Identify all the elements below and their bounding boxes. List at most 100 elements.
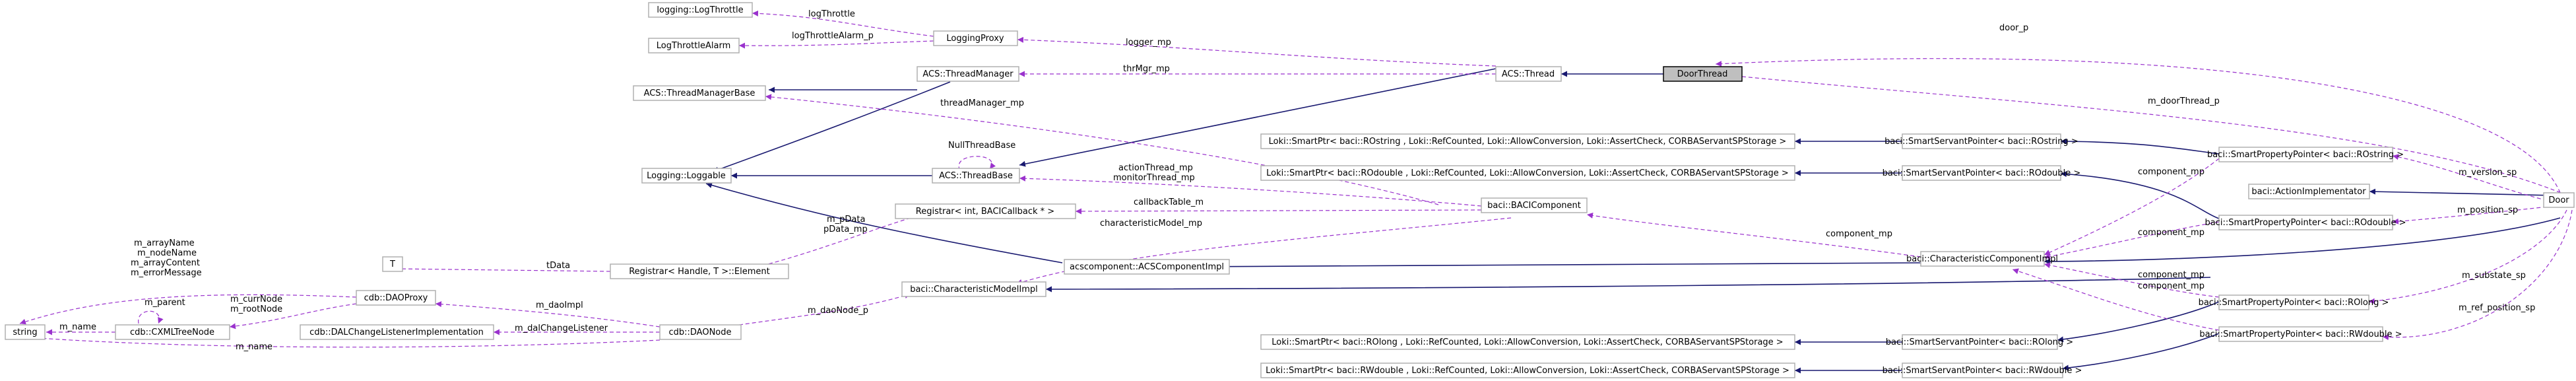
edge-loggingproxy-logthrottlealarm [738, 40, 934, 49]
label-m-dalchangelistener: m_dalChangeListener [515, 324, 608, 333]
edge-spp-rwdouble-charcomp [2012, 268, 2220, 331]
node-baci-smartservantpointer-rodouble[interactable]: baci::SmartServantPointer< baci::ROdoubl… [1883, 165, 2081, 181]
label-m-name-2: m_name [236, 342, 273, 352]
svg-text:Logging::Loggable: Logging::Loggable [647, 171, 726, 181]
edge-doorthread-door-mdoorthread [1741, 76, 2574, 199]
label-component-mp-2: component_mp [2138, 167, 2205, 177]
label-component-mp-4: component_mp [2138, 270, 2205, 280]
node-baci-smartservantpointer-rwdouble[interactable]: baci::SmartServantPointer< baci::RWdoubl… [1883, 363, 2082, 378]
svg-text:string: string [13, 328, 37, 337]
node-logthrottlealarm[interactable]: LogThrottleAlarm [648, 38, 740, 53]
edge-charmodel-daonode [725, 293, 911, 328]
svg-text:logging::LogThrottle: logging::LogThrottle [657, 5, 743, 15]
label-tdata: tData [546, 261, 570, 271]
svg-text:baci::SmartPropertyPointer< ba: baci::SmartPropertyPointer< baci::ROlong… [2199, 298, 2389, 308]
node-baci-smartservantpointer-rostring[interactable]: baci::SmartServantPointer< baci::ROstrin… [1884, 133, 2078, 149]
svg-text:baci::SmartServantPointer< bac: baci::SmartServantPointer< baci::ROlong … [1886, 337, 2073, 347]
label-threadmanager-mp: threadManager_mp [940, 98, 1024, 108]
svg-text:ACS::ThreadBase: ACS::ThreadBase [939, 171, 1013, 181]
svg-text:Registrar< int, BACICallback *: Registrar< int, BACICallback * > [916, 207, 1054, 217]
label-m-errormessage: m_errorMessage [131, 268, 202, 278]
node-registrar-element[interactable]: Registrar< Handle, T >::Element [610, 263, 789, 279]
node-doorthread[interactable]: DoorThread [1663, 66, 1743, 82]
label-m-pdata: m_pData [827, 215, 865, 225]
edge-daonode-daoproxy [435, 301, 660, 328]
svg-text:baci::SmartServantPointer< bac: baci::SmartServantPointer< baci::ROdoubl… [1883, 168, 2081, 178]
edge-thread-loggingproxy [1017, 36, 1497, 67]
node-acs-threadmanager[interactable]: ACS::ThreadManager [917, 66, 1019, 82]
edge-registrar-element-t [393, 265, 611, 272]
edge-daonode-string [19, 334, 660, 348]
node-cdb-cxmltreenode[interactable]: cdb::CXMLTreeNode [115, 324, 230, 340]
edge-door-spp-rwdouble [2382, 209, 2573, 341]
node-cdb-dalchangelistener[interactable]: cdb::DALChangeListenerImplementation [300, 324, 494, 340]
edge-door-inherits-actionimplementator [2369, 188, 2554, 196]
node-loki-smartptr-rodouble[interactable]: Loki::SmartPtr< baci::ROdouble , Loki::R… [1260, 165, 1795, 181]
label-characteristicmodel-mp: characteristicModel_mp [1100, 219, 1202, 228]
node-baci-smartpropertypointer-rodouble[interactable]: baci::SmartPropertyPointer< baci::ROdoub… [2205, 215, 2406, 230]
node-loki-smartptr-rostring[interactable]: Loki::SmartPtr< baci::ROstring , Loki::R… [1260, 133, 1795, 149]
node-baci-smartpropertypointer-rolong[interactable]: baci::SmartPropertyPointer< baci::ROlong… [2199, 294, 2389, 310]
edge-loggingproxy-logthrottle [752, 10, 934, 37]
label-logger-mp: logger_mp [1126, 38, 1171, 48]
node-baci-smartpropertypointer-rostring[interactable]: baci::SmartPropertyPointer< baci::ROstri… [2207, 147, 2404, 162]
edge-acscomponentimpl-inherits-loggable [705, 182, 1063, 263]
node-cdb-daonode[interactable]: cdb::DAONode [659, 324, 742, 340]
node-loki-smartptr-rolong[interactable]: Loki::SmartPtr< baci::ROlong , Loki::Ref… [1260, 334, 1795, 350]
label-component-mp-3: component_mp [2138, 228, 2205, 238]
edge-xmltree-self-parent [138, 310, 164, 324]
label-door-p: door_p [1999, 23, 2028, 33]
label-pdata-mp: pData_mp [823, 225, 868, 234]
label-logthrottlealarm: logThrottleAlarm_p [792, 31, 874, 41]
svg-text:Loki::SmartPtr< baci::ROstring: Loki::SmartPtr< baci::ROstring , Loki::R… [1269, 137, 1787, 147]
svg-text:baci::SmartPropertyPointer< ba: baci::SmartPropertyPointer< baci::RWdoub… [2199, 329, 2402, 339]
node-baci-smartservantpointer-rolong[interactable]: baci::SmartServantPointer< baci::ROlong … [1886, 334, 2073, 350]
svg-text:acscomponent::ACSComponentImpl: acscomponent::ACSComponentImpl [1070, 262, 1224, 272]
svg-text:T: T [389, 260, 395, 269]
label-m-name-1: m_name [59, 322, 96, 332]
inheritance-edges [705, 68, 2561, 374]
node-baci-smartpropertypointer-rwdouble[interactable]: baci::SmartPropertyPointer< baci::RWdoub… [2199, 326, 2402, 342]
node-cdb-daoproxy[interactable]: cdb::DAOProxy [356, 290, 436, 306]
svg-text:ACS::ThreadManager: ACS::ThreadManager [922, 69, 1014, 79]
svg-text:LoggingProxy: LoggingProxy [946, 34, 1004, 44]
node-loggingproxy[interactable]: LoggingProxy [933, 30, 1018, 46]
node-acs-threadbase[interactable]: ACS::ThreadBase [932, 168, 1020, 184]
label-m-ref-position-sp: m_ref_position_sp [2459, 303, 2535, 313]
edge-charcomp-bacicomponent [1586, 212, 1921, 258]
node-door[interactable]: Door [2543, 192, 2575, 208]
edge-spprostring-inherits-ssp [2060, 138, 2220, 155]
label-m-rootnode: m_rootNode [230, 304, 282, 314]
svg-text:LogThrottleAlarm: LogThrottleAlarm [657, 41, 730, 51]
node-baci-characteristiccomponentimpl[interactable]: baci::CharacteristicComponentImpl [1906, 251, 2058, 267]
node-registrar-int[interactable]: Registrar< int, BACICallback * > [895, 203, 1076, 219]
edge-daoproxy-string [19, 294, 357, 325]
svg-text:baci::SmartPropertyPointer< ba: baci::SmartPropertyPointer< baci::ROdoub… [2205, 218, 2406, 228]
node-baci-characteristicmodelimpl[interactable]: baci::CharacteristicModelImpl [901, 281, 1046, 297]
node-string[interactable]: string [5, 324, 46, 340]
node-baci-actionimplementator[interactable]: baci::ActionImplementator [2248, 184, 2370, 199]
node-logging-logthrottle[interactable]: logging::LogThrottle [648, 2, 753, 18]
node-acscomponent-acscomponentimpl[interactable]: acscomponent::ACSComponentImpl [1064, 259, 1230, 275]
label-m-position-sp: m_position_sp [2457, 205, 2518, 215]
node-loki-smartptr-rwdouble[interactable]: Loki::SmartPtr< baci::RWdouble , Loki::R… [1260, 363, 1795, 378]
node-acs-threadmanagerbase[interactable]: ACS::ThreadManagerBase [633, 85, 766, 101]
node-t[interactable]: T [382, 256, 403, 272]
svg-text:Loki::SmartPtr< baci::RWdouble: Loki::SmartPtr< baci::RWdouble , Loki::R… [1266, 366, 1789, 376]
edge-bacicomponent-charmodel [1015, 217, 1512, 285]
edge-daoproxy-xmltree [229, 303, 357, 329]
node-baci-bacicomponent[interactable]: baci::BACIComponent [1481, 197, 1588, 213]
node-acs-thread[interactable]: ACS::Thread [1495, 66, 1562, 82]
nodes: logging::LogThrottle LogThrottleAlarm Lo… [5, 2, 2575, 378]
svg-text:Loki::SmartPtr< baci::ROlong ,: Loki::SmartPtr< baci::ROlong , Loki::Ref… [1272, 337, 1783, 347]
label-m-doorthread-p: m_doorThread_p [2148, 96, 2220, 106]
label-m-version-sp: m_version_sp [2459, 168, 2517, 178]
svg-text:baci::SmartPropertyPointer< ba: baci::SmartPropertyPointer< baci::ROstri… [2207, 150, 2404, 160]
label-m-parent: m_parent [145, 298, 185, 308]
label-nullthreadbase: NullThreadBase [948, 141, 1015, 151]
svg-text:baci::SmartServantPointer< bac: baci::SmartServantPointer< baci::ROstrin… [1884, 137, 2078, 147]
node-logging-loggable[interactable]: Logging::Loggable [641, 168, 732, 184]
label-m-currnode: m_currNode [230, 294, 282, 304]
edge-door-inherits-charcomponentimpl [2044, 217, 2561, 265]
